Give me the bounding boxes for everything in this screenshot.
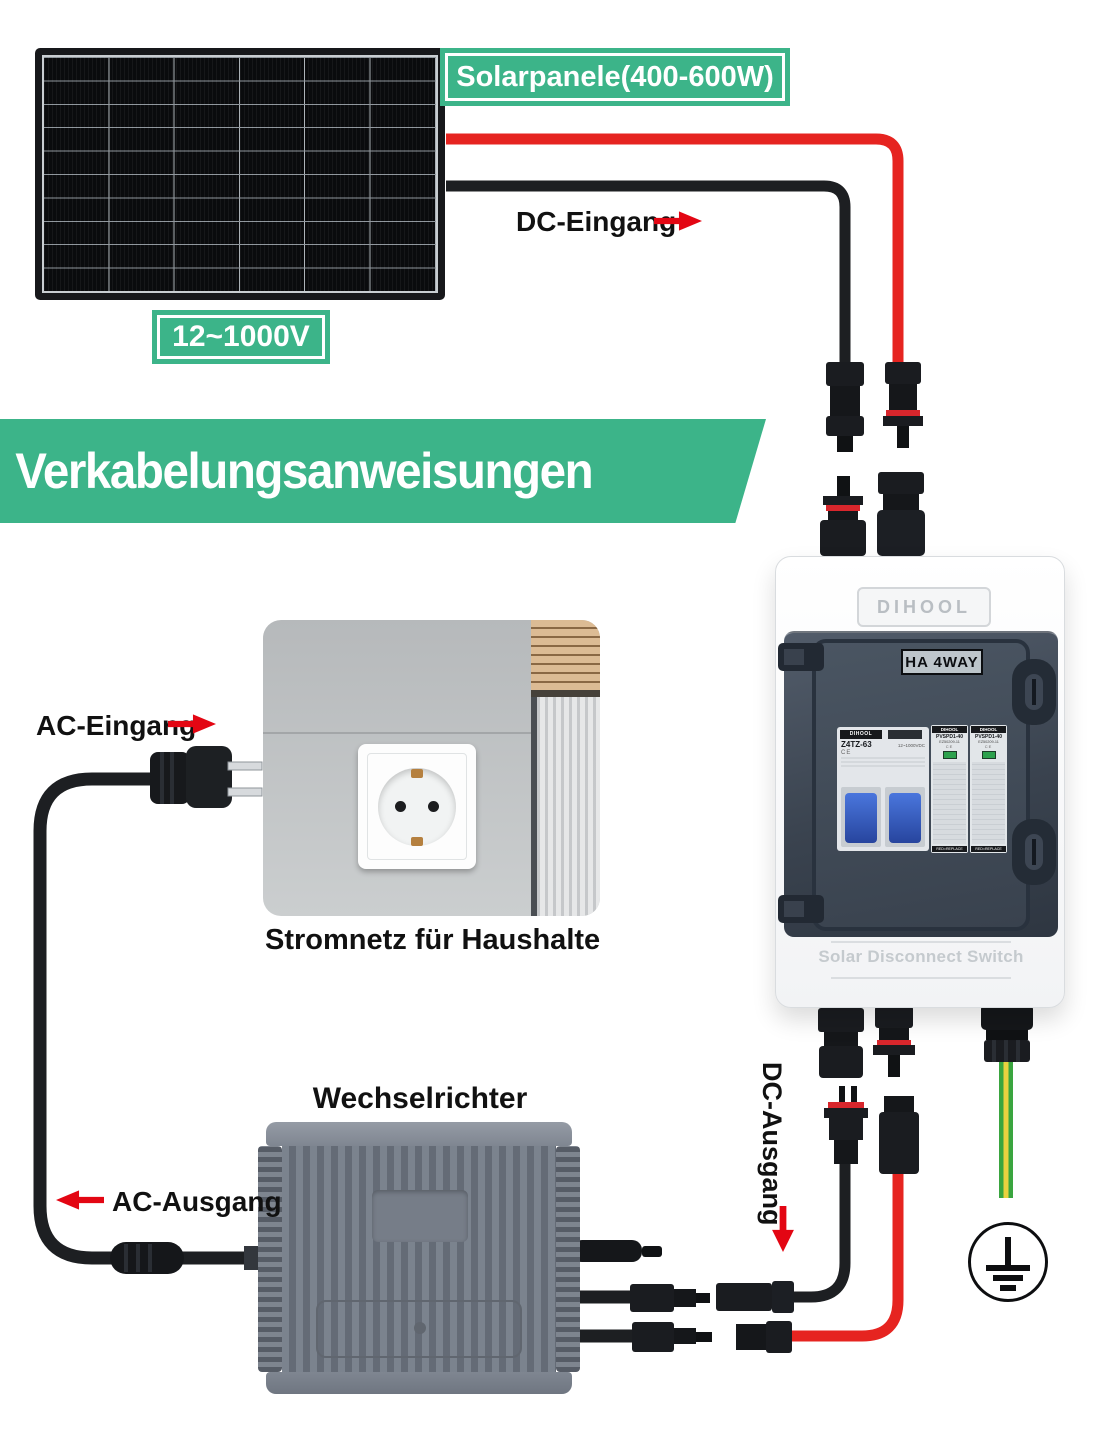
mc4-connector-male [824, 1086, 868, 1164]
socket-recess [378, 768, 456, 846]
solar-disconnect-switch-box: DIHOOL HA 4WAY DIHOOL Z4TZ-63 12~1000VDC… [775, 556, 1065, 1008]
spd-ce-mark: CE [984, 744, 993, 749]
breaker-model: Z4TZ-63 [841, 740, 872, 749]
cable-gland [981, 1004, 1033, 1062]
box-brand-plate: DIHOOL [857, 587, 991, 627]
window-frame-edge [531, 697, 537, 916]
solar-panel [35, 48, 445, 300]
surge-protection-modules: DIHOOL PVSPD1-40 EZ50209-11 CE RED=REPLA… [931, 725, 1007, 853]
spd-brand: DIHOOL [971, 726, 1006, 733]
dc-input-label: DC-Eingang [516, 206, 677, 237]
box-bottom-label: Solar Disconnect Switch [818, 947, 1024, 966]
ac-plug [150, 746, 263, 808]
dc-output-label: DC-Ausgang [757, 1062, 787, 1226]
solar-panels-label: Solarpanele(400-600W) [440, 48, 790, 106]
curtain [537, 697, 600, 916]
spd-code: EZ50209-11 [978, 740, 999, 744]
spd-spec-table [972, 762, 1005, 844]
spd-brand: DIHOOL [932, 726, 967, 733]
mc4-connector-female [879, 1096, 919, 1174]
box-transparent-cover: HA 4WAY DIHOOL Z4TZ-63 12~1000VDC CE [778, 631, 1058, 937]
mc4-connector-female [877, 472, 925, 556]
breaker-fine-print [841, 757, 925, 767]
panel-voltage-label-text: 12~1000V [157, 315, 325, 359]
mc4-connector-female [826, 362, 864, 452]
breaker-tag [888, 730, 922, 739]
mc4-connector-male [873, 1006, 915, 1077]
dc-circuit-breaker: DIHOOL Z4TZ-63 12~1000VDC CE [837, 727, 929, 851]
spd-module: DIHOOL PVSPD1-40 EZ50209-11 CE RED=REPLA… [931, 725, 968, 853]
inverter-fins-right [556, 1146, 580, 1372]
inverter-top-cap [266, 1122, 572, 1146]
cover-latch [1012, 659, 1056, 725]
mc4-connector-male [820, 476, 866, 556]
spd-module: DIHOOL PVSPD1-40 EZ50209-11 CE RED=REPLA… [970, 725, 1007, 853]
cover-hinge [778, 895, 824, 923]
plug-pin [227, 787, 263, 797]
mc4-connector-pair [632, 1321, 792, 1353]
inverter-bottom-cap [266, 1372, 572, 1394]
breaker-rating: 12~1000VDC [897, 743, 925, 748]
socket-ground-clip [411, 769, 423, 778]
breaker-ce-mark: CE [841, 750, 852, 756]
inverter-screw [414, 1322, 426, 1334]
spd-model: PVSPD1-40 [936, 734, 963, 740]
spd-status-indicator [981, 751, 996, 759]
dc-negative-wire [446, 180, 851, 368]
spd-replace-note: RED=REPLACE [932, 846, 967, 852]
dc-positive-wire [446, 133, 904, 372]
curtain-rod [531, 690, 600, 697]
wall-socket-photo [263, 620, 600, 916]
socket-plate-inner [367, 753, 467, 860]
mc4-connector-female [818, 1008, 864, 1078]
cover-hinge [778, 643, 824, 671]
mc4-connector-male [883, 362, 923, 448]
window-blinds [531, 620, 600, 690]
spd-replace-note: RED=REPLACE [971, 846, 1006, 852]
socket-hole [395, 801, 406, 812]
inverter-antenna-stub [572, 1240, 662, 1262]
ac-cable [33, 772, 254, 1265]
solar-panel-cells [42, 55, 438, 293]
spd-ce-mark: CE [945, 744, 954, 749]
wiring-instructions-banner: Verkabelungsanweisungen [0, 419, 766, 523]
dc-output-red-wire [790, 1160, 904, 1342]
spd-spec-table [933, 762, 966, 844]
cover-latch [1012, 819, 1056, 885]
socket-hole [428, 801, 439, 812]
inverter-fins-left [258, 1146, 282, 1372]
wall-seam [263, 732, 531, 734]
spd-status-indicator [942, 751, 957, 759]
panel-voltage-label: 12~1000V [152, 310, 330, 364]
divider [831, 941, 1011, 943]
banner-title: Verkabelungsanweisungen [15, 443, 593, 499]
breaker-brand: DIHOOL [840, 730, 882, 739]
box-brand: DIHOOL [877, 596, 971, 617]
solar-panels-label-text: Solarpanele(400-600W) [445, 53, 785, 101]
dc-output-black-wire [778, 1150, 851, 1303]
spd-code: EZ50209-11 [939, 740, 960, 744]
plug-pin [227, 761, 263, 771]
cover-model-label: HA 4WAY [901, 649, 983, 675]
mc4-connector-pair [630, 1281, 794, 1313]
inverter-nameplate [372, 1190, 468, 1242]
spd-model: PVSPD1-40 [975, 734, 1002, 740]
inverter-heatsink-fins [282, 1142, 556, 1376]
breaker-toggles [841, 787, 925, 847]
ac-inline-connector [110, 1242, 184, 1274]
inverter-ac-port [244, 1246, 262, 1270]
divider [831, 977, 1011, 979]
inverter-title: Wechselrichter [312, 1082, 528, 1115]
breaker-toggle [885, 787, 925, 847]
grid-caption: Stromnetz für Haushalte [265, 924, 601, 956]
schuko-socket [358, 744, 476, 869]
inverter-bottom-panel [316, 1300, 522, 1358]
micro-inverter [258, 1122, 580, 1394]
breaker-toggle [841, 787, 881, 847]
socket-ground-clip [411, 837, 423, 846]
ac-output-label: AC-Ausgang [112, 1186, 282, 1217]
protective-earth-icon [968, 1222, 1048, 1302]
